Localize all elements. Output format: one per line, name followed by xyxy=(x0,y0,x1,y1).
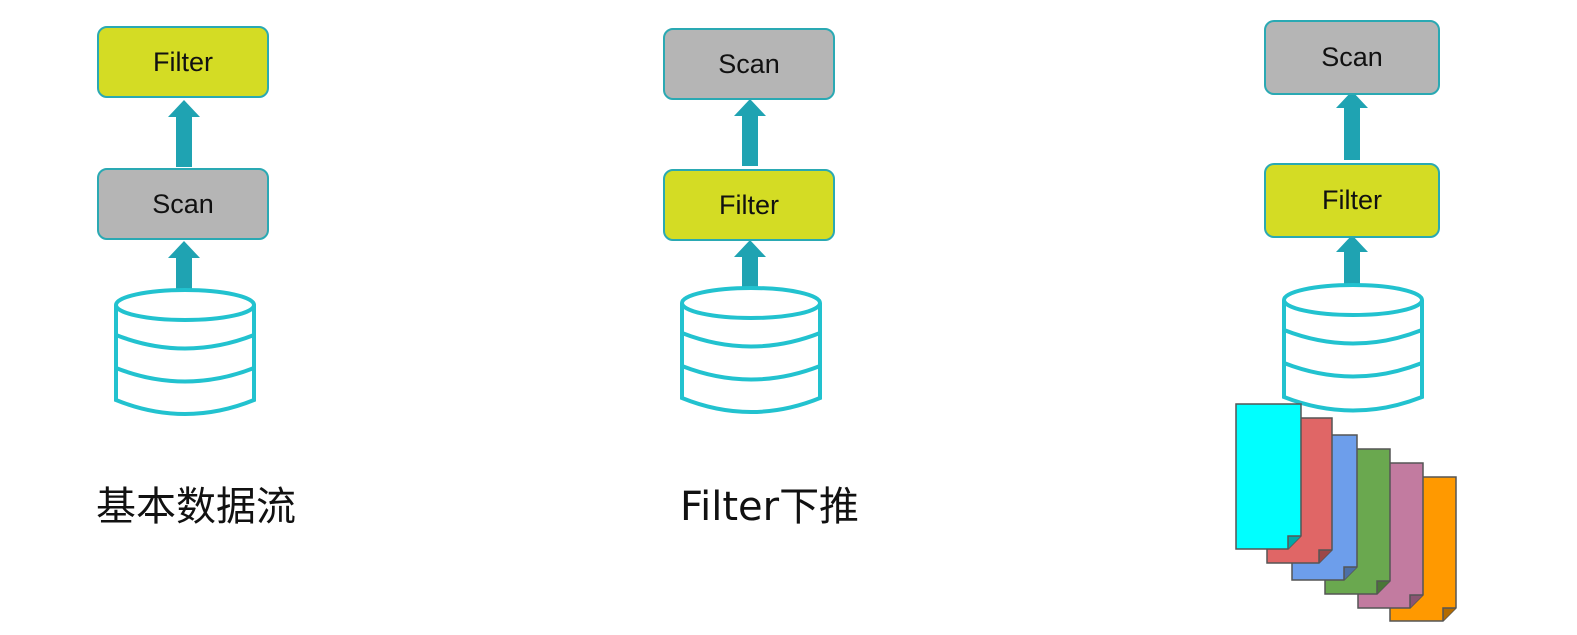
filter-node: Filter xyxy=(97,26,269,98)
file-stack-icon xyxy=(1235,403,1457,622)
database-icon xyxy=(114,288,256,416)
database-icon xyxy=(1282,283,1424,413)
scan-node: Scan xyxy=(97,168,269,240)
arrow-up-icon xyxy=(168,100,200,167)
filter-node: Filter xyxy=(663,169,835,241)
file-icon xyxy=(1235,403,1302,550)
database-icon xyxy=(680,286,822,414)
arrow-up-icon xyxy=(1336,91,1368,160)
diagram-caption: Filter下推 xyxy=(680,484,860,530)
filter-node: Filter xyxy=(1264,163,1440,238)
arrow-up-icon xyxy=(734,99,766,166)
diagram-caption: 基本数据流 xyxy=(96,484,296,530)
scan-node: Scan xyxy=(663,28,835,100)
scan-node: Scan xyxy=(1264,20,1440,95)
